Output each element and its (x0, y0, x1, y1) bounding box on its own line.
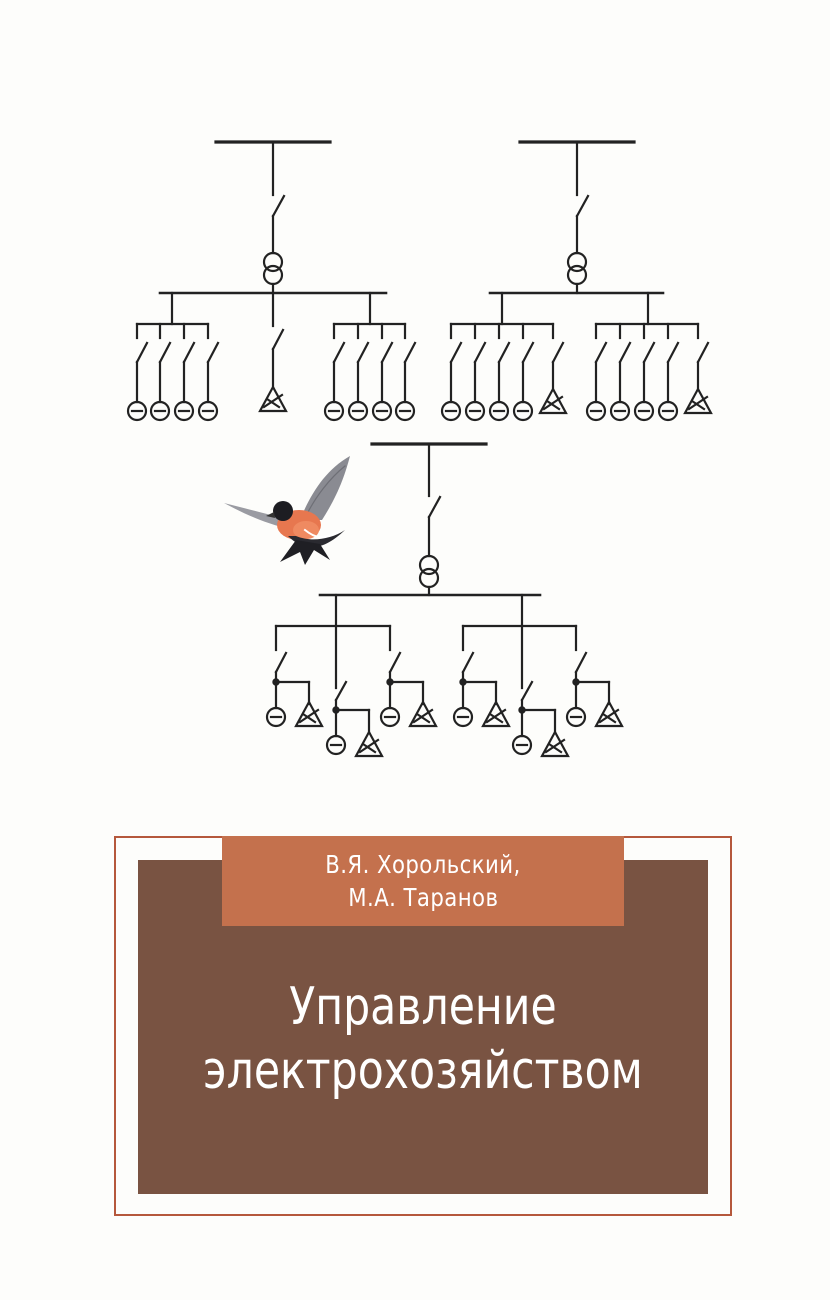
author-2: М.А. Таранов (347, 883, 499, 912)
title-line-1: Управление (289, 977, 557, 1037)
substation-diagram-right (440, 140, 713, 422)
book-title: Управление электрохозяйством (138, 975, 708, 1103)
author-1: В.Я. Хорольский, (325, 850, 521, 879)
authors-box: В.Я. Хорольский, М.А. Таранов (222, 836, 624, 926)
substation-diagram-bottom (265, 442, 624, 758)
substation-diagram-left (126, 140, 417, 422)
circuit-diagram-icon (126, 140, 713, 758)
bullfinch-icon (224, 456, 350, 565)
title-line-2: электрохозяйством (203, 1041, 643, 1101)
